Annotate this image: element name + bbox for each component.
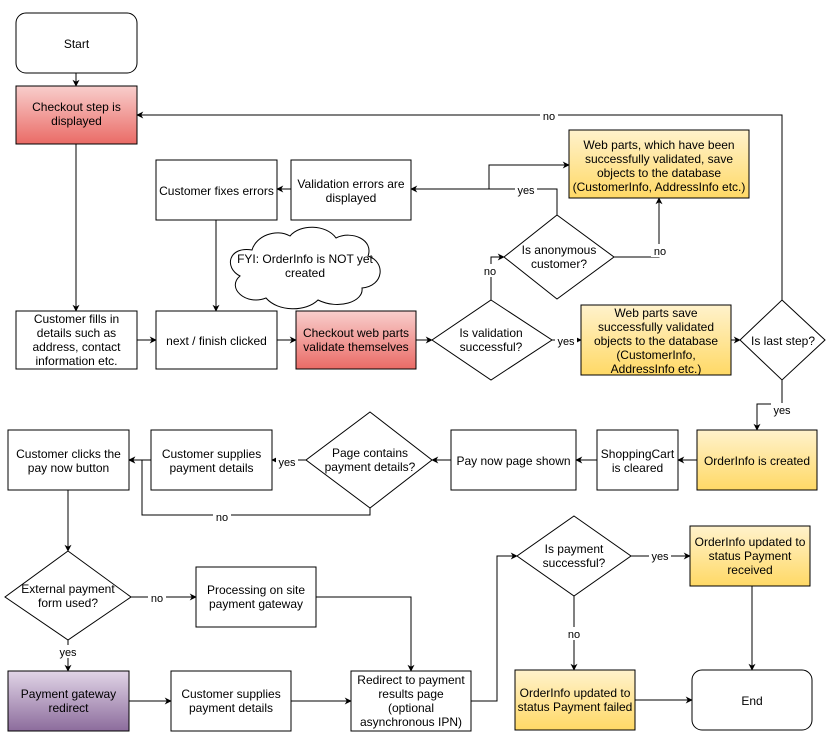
edge-label-no-anonymous: no xyxy=(654,246,666,258)
node-end: End xyxy=(691,669,813,731)
edge-isvalid-isanonymous xyxy=(490,253,505,300)
node-orderinfo-created-label: OrderInfo is created xyxy=(704,454,810,468)
node-customer-fixes-label: Customer fixes errors xyxy=(159,184,274,198)
edge-labels: no yes no no yes yes yes no no yes yes n… xyxy=(57,109,793,659)
edge-label-no-validation: no xyxy=(484,266,496,278)
node-pay-now-shown: Pay now page shown xyxy=(450,429,577,491)
node-next-finish-label: next / finish clicked xyxy=(166,334,267,348)
edge-label-yes-last: yes xyxy=(773,405,791,417)
edge-label-no-external: no xyxy=(151,593,163,605)
node-orderinfo-created: OrderInfo is created xyxy=(696,429,818,491)
node-start-label: Start xyxy=(64,37,90,51)
edge-label-yes-external: yes xyxy=(59,647,77,659)
edge-label-yes-anonymous: yes xyxy=(517,185,535,197)
node-start: Start xyxy=(15,12,138,74)
node-customer-fixes: Customer fixes errors xyxy=(155,159,278,221)
edge-label-yes-payment: yes xyxy=(651,551,669,563)
edge-label-yes-page: yes xyxy=(278,457,296,469)
edge-label-yes-validation: yes xyxy=(557,336,575,348)
node-is-last-step-label: Is last step? xyxy=(751,334,815,348)
edge-label-no-page: no xyxy=(216,512,228,524)
node-is-last-step: Is last step? xyxy=(739,299,826,381)
edge-label-no-payment: no xyxy=(568,629,580,641)
edge-label-no-last: no xyxy=(543,111,555,123)
node-end-label: End xyxy=(741,694,762,708)
edge-redirect-ispayment xyxy=(471,552,518,702)
node-next-finish: next / finish clicked xyxy=(155,310,278,370)
node-pay-now-shown-label: Pay now page shown xyxy=(456,454,570,468)
edge-islast-checkout xyxy=(136,111,783,300)
edge-islast-orderinfo xyxy=(753,380,783,431)
edge-processing-redirect xyxy=(316,596,415,672)
